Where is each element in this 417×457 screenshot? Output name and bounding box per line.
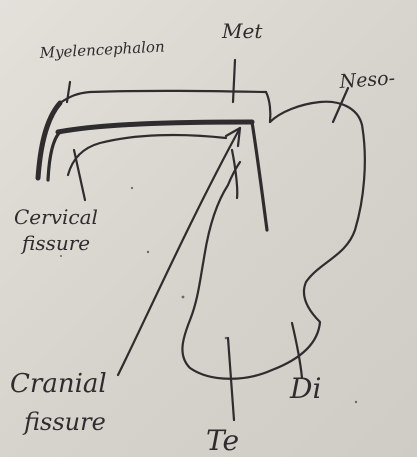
met-tick (233, 60, 235, 102)
inner-tube-right-wall (252, 122, 267, 230)
outer-tube-top (60, 91, 266, 103)
cervical-fissure-leader (74, 150, 85, 200)
label-cervical: Cervical (14, 205, 98, 229)
label-neso: Neso- (338, 67, 396, 93)
forebrain-outline (182, 102, 364, 379)
label-myelencephalon: Myelencephalon (38, 37, 165, 62)
cervical-flexure-arc (68, 135, 226, 175)
label-cervical-fissure: fissure (20, 231, 90, 255)
di-leader (292, 323, 302, 378)
outer-tube-right-corner (266, 92, 270, 122)
cranial-fissure-leader (118, 128, 240, 375)
inner-tube-left (48, 132, 60, 180)
inner-tube-top (58, 122, 252, 132)
label-cranial: Cranial (10, 369, 107, 399)
label-cranial-fissure: fissure (22, 408, 106, 436)
label-te: Te (206, 424, 239, 457)
label-di: Di (289, 372, 321, 405)
label-met: Met (221, 19, 263, 43)
myelencephalon-tick (67, 82, 70, 102)
